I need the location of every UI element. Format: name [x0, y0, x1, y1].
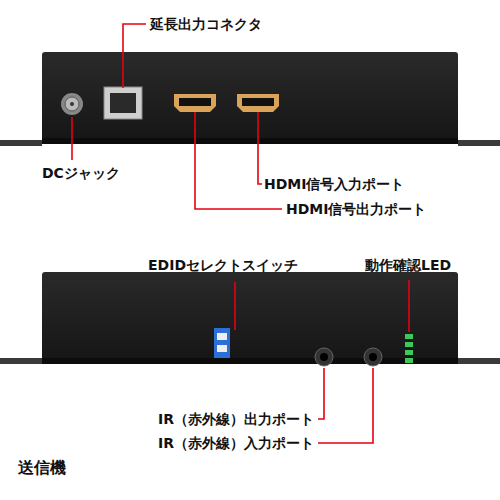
- callout-label: HDMI信号入力ポート: [264, 175, 404, 193]
- callout-label: EDIDセレクトスイッチ: [148, 256, 298, 274]
- leader-lines: [72, 24, 409, 443]
- callout-label: 延長出力コネクタ: [150, 15, 262, 33]
- rear-panel: [0, 272, 500, 366]
- callout-label: HDMI信号出力ポート: [286, 200, 426, 218]
- callout-label: IR（赤外線）入力ポート: [158, 434, 314, 452]
- callout-label: DCジャック: [42, 164, 120, 182]
- callout-label: IR（赤外線）出力ポート: [158, 410, 314, 428]
- front-panel: [0, 52, 500, 146]
- caption: 送信機: [18, 458, 66, 479]
- callout-label: 動作確認LED: [365, 256, 451, 274]
